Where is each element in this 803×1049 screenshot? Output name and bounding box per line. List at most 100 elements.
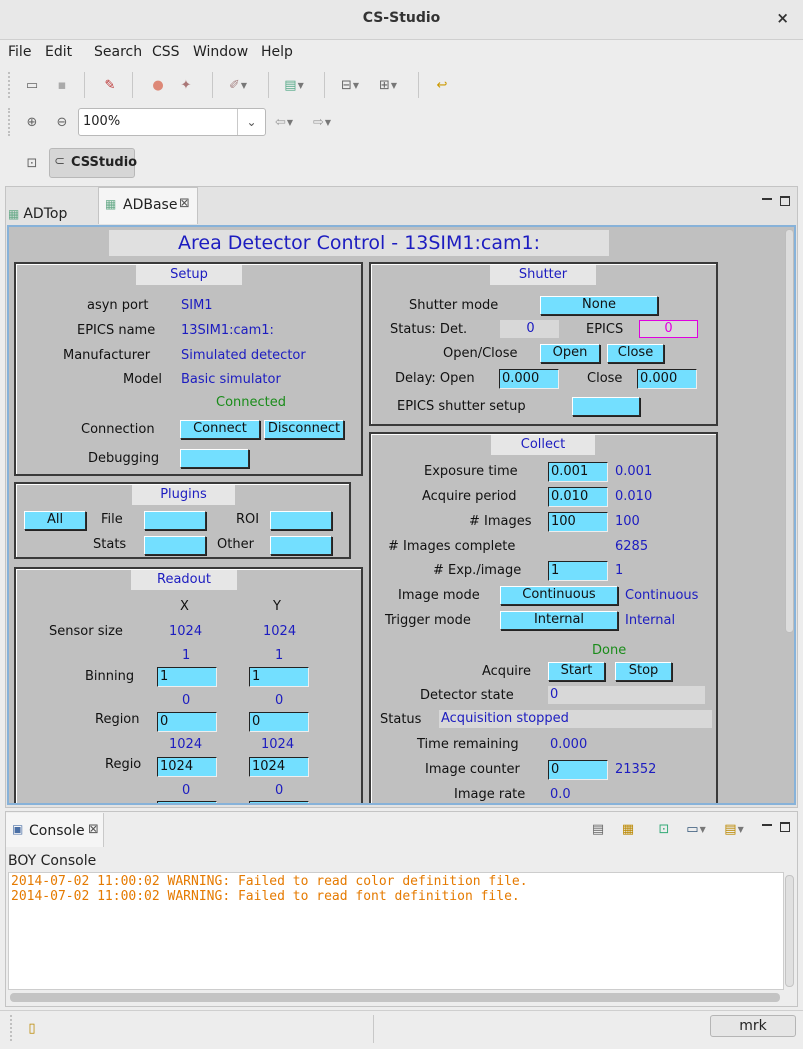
debugging-button[interactable] [180,449,249,468]
zoom-combo[interactable]: 100% ⌄ [78,108,266,136]
zoom-out-icon[interactable]: ⊖ [56,114,68,130]
toolbar-grip [8,72,14,98]
open-console-icon[interactable]: ▤▼ [724,821,744,837]
tab-console[interactable]: ▣ Console ⊠ [6,813,104,847]
zoom-value[interactable]: 100% [83,114,121,129]
close-tab-icon[interactable]: ⊠ [88,822,99,837]
plugins-other-button[interactable] [270,536,332,555]
toolbar-separator [84,72,85,98]
next-y-input[interactable] [249,801,309,803]
disconnect-button[interactable]: Disconnect [264,420,344,439]
sensor-size-y: 1024 [263,624,297,639]
fast-view-icon[interactable]: ▯ [28,1020,36,1036]
trigger-mode-menu[interactable]: Internal [500,611,618,630]
image-rate-value: 0.0 [550,787,571,802]
align-left-icon[interactable]: ⊟▼ [340,77,360,93]
next-y-readback: 0 [275,783,284,798]
forward-arrow-icon[interactable]: ⇨▼ [312,114,332,130]
plugins-all-button[interactable]: All [24,511,86,530]
status-label: Status [380,712,422,727]
image-counter-readback: 21352 [615,762,657,777]
num-images-input[interactable]: 100 [548,512,608,532]
zoom-in-icon[interactable]: ⊕ [26,114,38,130]
new-icon[interactable]: ▭ [25,77,39,93]
user-button[interactable]: mrk [710,1015,796,1037]
menu-window[interactable]: Window [193,44,249,60]
connect-button[interactable]: Connect [180,420,260,439]
console-icon: ▣ [12,822,24,836]
clean-icon[interactable]: ✦ [180,77,192,93]
image-counter-input[interactable]: 0 [548,760,608,780]
image-mode-menu[interactable]: Continuous [500,586,618,605]
regio-y-readback: 1024 [261,737,295,752]
console-vertical-scrollbar[interactable] [785,875,794,987]
menu-css[interactable]: CSS [152,44,180,60]
run-icon[interactable]: ● [152,77,164,93]
epics-shutter-setup-button[interactable] [572,397,640,416]
acquire-start-button[interactable]: Start [548,662,605,681]
back-arrow-icon[interactable]: ⇦▼ [274,114,294,130]
shutter-open-button[interactable]: Open [540,344,600,363]
maximize-icon[interactable] [780,822,790,832]
vertical-scrollbar[interactable] [785,229,794,633]
delay-open-input[interactable]: 0.000 [499,369,559,389]
menu-search[interactable]: Search [94,44,143,60]
chevron-down-icon[interactable]: ⌄ [237,109,265,135]
regio-y-input[interactable]: 1024 [249,757,309,777]
pin-icon[interactable]: ✐▼ [228,77,248,93]
display-console-icon[interactable]: ▭▼ [686,821,706,837]
opi-icon: ▦ [105,197,117,211]
shutter-close-button[interactable]: Close [607,344,664,363]
tab-adtop[interactable]: ▦ ADTop [8,197,67,231]
menu-file[interactable]: File [8,44,32,60]
tab-label: ADTop [23,206,68,222]
back-to-icon[interactable]: ↩ [436,77,448,93]
region-y-input[interactable]: 0 [249,712,309,732]
save-icon[interactable]: ▪ [57,77,67,93]
clear-console-icon[interactable]: ▤ [591,821,605,837]
minimize-icon[interactable] [762,198,772,200]
shutter-title: Shutter [490,265,596,285]
plugins-stats-button[interactable] [144,536,206,555]
exposure-time-input[interactable]: 0.001 [548,462,608,482]
close-tab-icon[interactable]: ⊠ [179,196,190,211]
perspective-label: CSStudio [71,155,138,170]
console-horizontal-scrollbar[interactable] [10,993,780,1002]
menu-edit[interactable]: Edit [45,44,73,60]
opi-title: Area Detector Control - 13SIM1:cam1: [109,230,609,256]
tab-adbase[interactable]: ▦ ADBase ⊠ [98,187,198,224]
open-perspective-icon[interactable]: ⊡ [26,155,38,171]
acquire-stop-button[interactable]: Stop [615,662,672,681]
image-rate-label: Image rate [454,787,526,802]
pin-console-icon[interactable]: ⊡ [658,821,670,837]
edit-icon[interactable]: ✎ [104,77,116,93]
maximize-icon[interactable] [780,196,790,206]
acquire-done-status: Done [592,643,627,658]
plugins-file-button[interactable] [144,511,206,530]
region-x-input[interactable]: 0 [157,712,217,732]
regio-x-input[interactable]: 1024 [157,757,217,777]
align-right-icon[interactable]: ⊞▼ [378,77,398,93]
binning-y-input[interactable]: 1 [249,667,309,687]
region-y-readback: 0 [275,693,284,708]
opi-icon: ▦ [8,207,20,221]
y-header: Y [273,599,281,614]
plugins-panel [14,482,351,559]
menu-help[interactable]: Help [261,44,293,60]
minimize-icon[interactable] [762,824,772,826]
detector-state-label: Detector state [420,688,514,703]
acquire-period-input[interactable]: 0.010 [548,487,608,507]
exp-per-image-input[interactable]: 1 [548,561,608,581]
status-det-label: Status: Det. [390,322,468,337]
chart-icon[interactable]: ▤▼ [284,77,304,93]
perspective-button[interactable]: ⊂ CSStudio [49,148,138,178]
console-output[interactable]: 2014-07-02 11:00:02 WARNING: Failed to r… [8,872,784,990]
shutter-mode-menu[interactable]: None [540,296,658,315]
manufacturer-label: Manufacturer [63,348,151,363]
plugins-roi-button[interactable] [270,511,332,530]
next-x-input[interactable] [157,801,217,803]
close-icon[interactable]: × [776,9,789,27]
scroll-lock-icon[interactable]: ▦ [621,821,635,837]
binning-x-input[interactable]: 1 [157,667,217,687]
delay-close-input[interactable]: 0.000 [637,369,697,389]
